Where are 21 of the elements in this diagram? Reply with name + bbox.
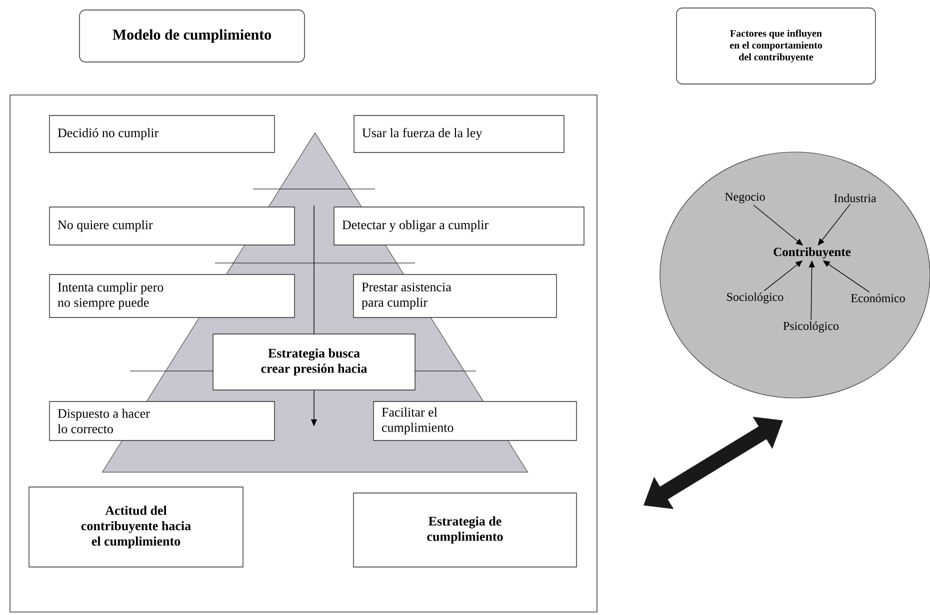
panel-frame — [10, 94, 598, 612]
factor-label: Psicológico — [783, 322, 839, 332]
factor-circle — [660, 152, 930, 398]
label-box: Facilitar el cumplimiento — [373, 401, 577, 441]
label-box: Intenta cumplir pero no siempre puede — [49, 274, 295, 318]
label-box: Decidió no cumplir — [49, 115, 275, 153]
factor-label: Sociológico — [727, 292, 784, 304]
label-box: Dispuesto a hacer lo correcto — [49, 401, 275, 441]
factor-label: Negocio — [725, 192, 765, 204]
label-box: No quiere cumplir — [49, 206, 295, 246]
center-label: Contribuyente — [774, 247, 851, 259]
factor-label: Industria — [834, 194, 876, 202]
heading-box: Factores que influyen en el comportamiento del contribuyente — [676, 8, 876, 84]
heading-box: Modelo de cumplimiento — [79, 10, 305, 62]
label-box: Detectar y obligar a cumplir — [334, 206, 584, 246]
label-box: Prestar asistencia para cumplir — [353, 274, 557, 318]
caption-box: Actitud del contribuyente hacia el cumplimiento — [28, 486, 244, 568]
caption-box: Estrategia de cumplimiento — [353, 492, 577, 568]
factor-label: Económico — [851, 294, 905, 302]
label-box: Usar la fuerza de la ley — [354, 115, 564, 153]
strategy-box: Estrategia busca crear presión hacia — [212, 334, 416, 390]
